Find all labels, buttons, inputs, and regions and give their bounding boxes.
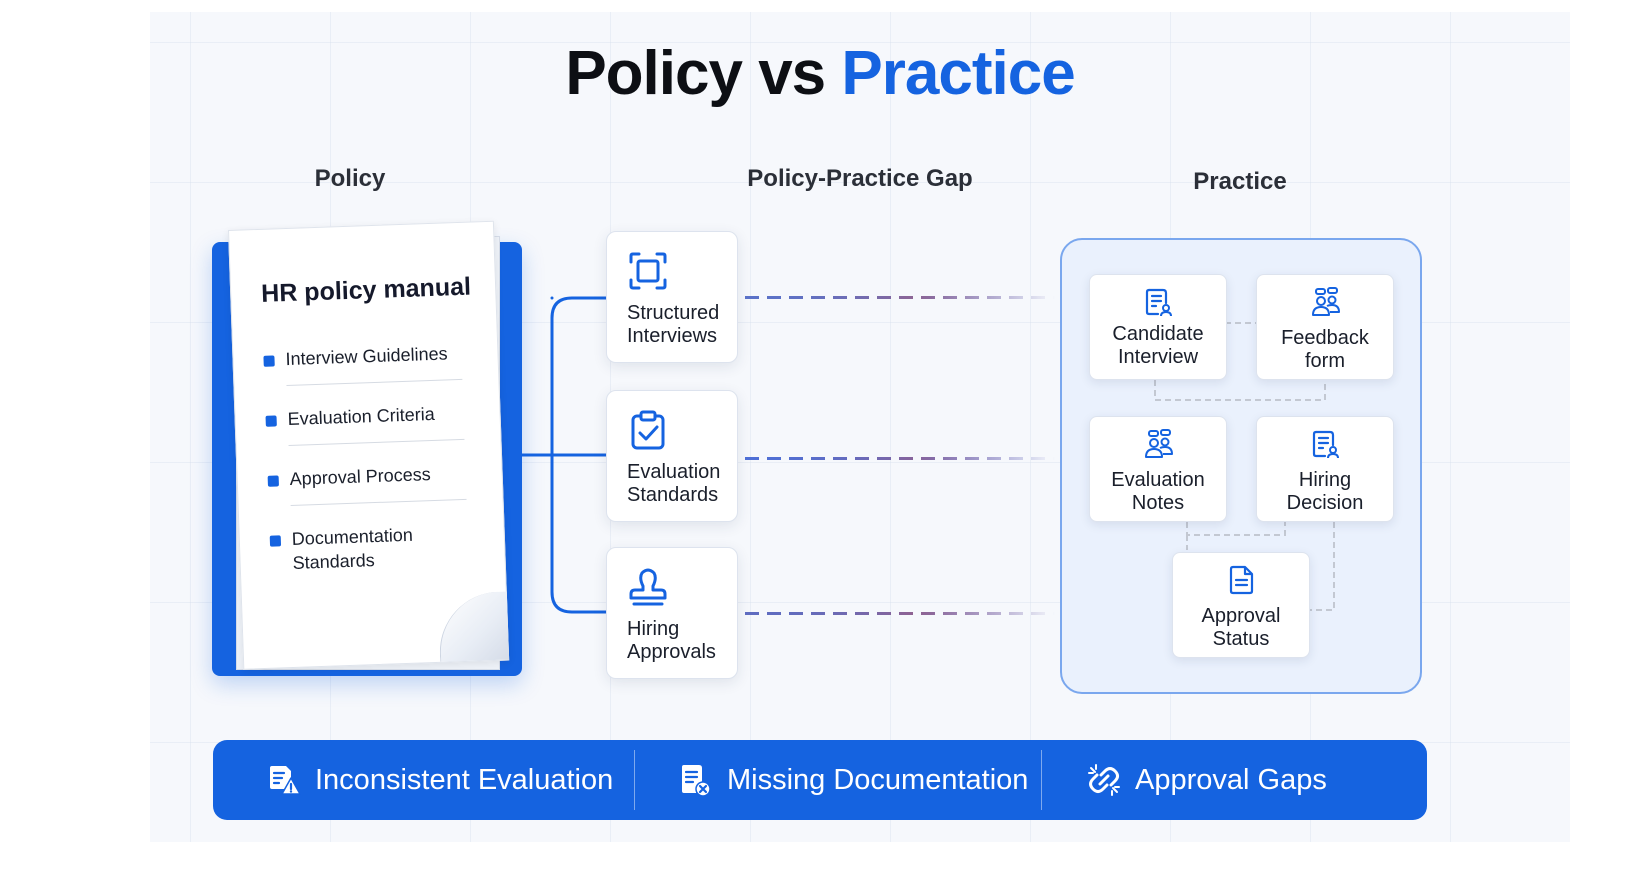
practice-card-feedback-form[interactable]: Feedback form [1256, 274, 1394, 380]
bullet-icon [265, 415, 277, 427]
gap-dashed-line [745, 612, 1055, 615]
bullet-icon [263, 355, 275, 367]
policy-document: HR policy manual Interview Guidelines Ev… [228, 220, 510, 670]
practice-card-label: Feedback form [1281, 327, 1369, 372]
practice-card-evaluation-notes[interactable]: Evaluation Notes [1089, 416, 1227, 522]
bullet-icon [269, 535, 282, 547]
issue-label: Missing Documentation [727, 763, 1029, 796]
document-user-icon [1312, 430, 1339, 459]
gap-card-evaluation-standards[interactable]: Evaluation Standards [606, 390, 738, 522]
gap-card-structured-interviews[interactable]: Structured Interviews [606, 231, 738, 363]
page-curl-icon [437, 591, 510, 662]
practice-card-label: Approval Status [1201, 605, 1281, 650]
gap-card-hiring-approvals[interactable]: Hiring Approvals [606, 547, 738, 679]
issue-label: Approval Gaps [1135, 763, 1327, 796]
document-missing-icon [682, 765, 711, 797]
issue-inconsistent-evaluation[interactable]: Inconsistent Evaluation [267, 740, 613, 820]
page-title: Policy vs Practice [0, 38, 1640, 109]
gap-dashed-line [745, 296, 1055, 299]
divider [1041, 750, 1042, 810]
column-heading-policy: Policy [314, 165, 386, 192]
policy-item-approval-process: Approval Process [289, 464, 432, 489]
practice-card-candidate-interview[interactable]: Candidate Interview [1089, 274, 1227, 380]
practice-card-label: Candidate Interview [1112, 323, 1204, 368]
practice-card-approval-status[interactable]: Approval Status [1172, 552, 1310, 658]
policy-item-evaluation-criteria: Evaluation Criteria [287, 403, 435, 430]
document-warning-icon [270, 766, 301, 795]
title-part-practice: Practice [841, 39, 1075, 108]
gap-card-label: Hiring Approvals [627, 618, 716, 663]
document-icon [1229, 565, 1254, 595]
gap-card-label: Structured Interviews [627, 302, 720, 347]
policy-document-title: HR policy manual [260, 272, 472, 308]
gap-card-label: Evaluation Standards [627, 461, 721, 506]
column-heading-practice: Practice [1193, 168, 1287, 195]
issues-bar: Inconsistent Evaluation Missing Document… [213, 740, 1427, 820]
stamp-icon [629, 568, 667, 606]
issue-label: Inconsistent Evaluation [315, 763, 614, 796]
policy-item-documentation-standards: Documentation Standards [291, 524, 414, 573]
title-part-policy: Policy vs [565, 39, 826, 108]
column-heading-gap: Policy-Practice Gap [747, 165, 973, 192]
people-chat-icon [1312, 287, 1340, 316]
divider [286, 378, 463, 387]
divider [288, 438, 465, 447]
gap-dashed-line [745, 457, 1055, 460]
clipboard-check-icon [631, 410, 665, 450]
practice-card-label: Hiring Decision [1286, 469, 1364, 514]
issue-approval-gaps[interactable]: Approval Gaps [1087, 740, 1327, 820]
practice-card-label: Evaluation Notes [1111, 469, 1205, 514]
bullet-icon [267, 475, 279, 487]
people-chat-icon [1145, 429, 1173, 458]
divider [290, 498, 467, 506]
issue-missing-documentation[interactable]: Missing Documentation [679, 740, 1028, 820]
broken-link-icon [1088, 764, 1120, 796]
document-user-icon [1145, 288, 1172, 317]
divider [634, 750, 635, 810]
policy-item-interview-guidelines: Interview Guidelines [285, 343, 448, 370]
practice-card-hiring-decision[interactable]: Hiring Decision [1256, 416, 1394, 522]
frame-focus-icon [629, 252, 667, 290]
